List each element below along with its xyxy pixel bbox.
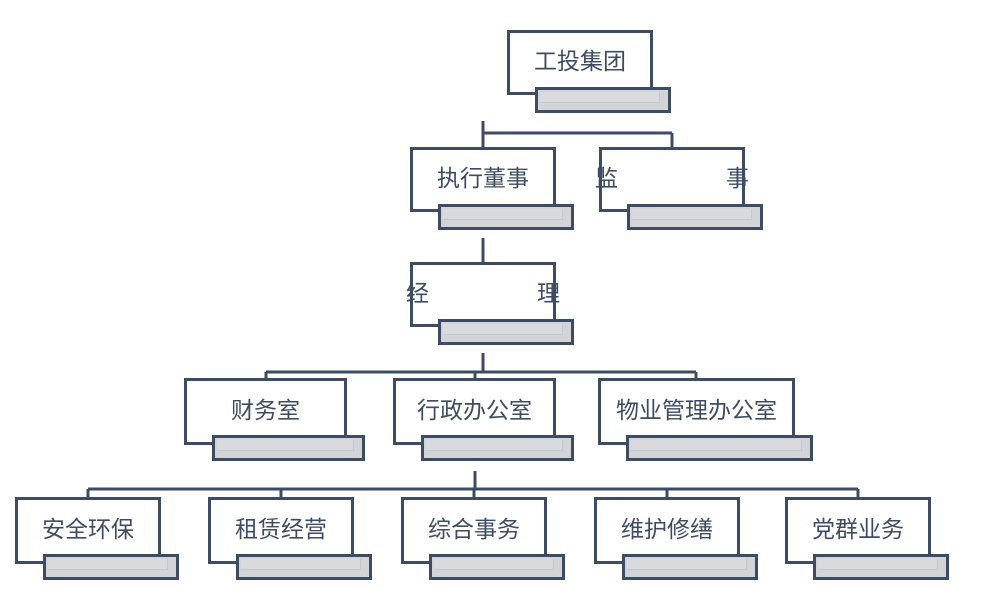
- org-node-box: [393, 378, 556, 445]
- org-node[interactable]: 物业管理办公室: [598, 378, 813, 461]
- org-node-box: [410, 262, 556, 327]
- org-node-box: [401, 497, 547, 564]
- org-node[interactable]: 维护修缮: [594, 497, 758, 580]
- org-node-shadow-bar: [627, 204, 763, 230]
- org-node[interactable]: 综合事务: [401, 497, 565, 580]
- org-node[interactable]: 租赁经营: [208, 497, 372, 580]
- org-node-box: [208, 497, 354, 564]
- org-node[interactable]: 经 理: [406, 262, 574, 345]
- org-node-box: [599, 147, 745, 212]
- org-node-shadow-bar: [622, 554, 758, 580]
- org-node[interactable]: 监 事: [595, 147, 763, 230]
- org-node[interactable]: 执行董事: [410, 147, 574, 230]
- org-node[interactable]: 党群业务: [785, 497, 949, 580]
- org-node-shadow-bar: [535, 87, 671, 113]
- org-node-shadow-bar: [626, 435, 813, 461]
- org-node-shadow-bar: [429, 554, 565, 580]
- org-node-shadow-bar: [236, 554, 372, 580]
- org-node-box: [507, 30, 653, 95]
- org-node[interactable]: 工投集团: [507, 30, 671, 113]
- org-node-shadow-bar: [212, 435, 365, 461]
- org-node-shadow-bar: [438, 204, 574, 230]
- org-node-shadow-bar: [421, 435, 574, 461]
- org-node[interactable]: 行政办公室: [393, 378, 574, 461]
- org-node[interactable]: 财务室: [184, 378, 365, 461]
- org-node[interactable]: 安全环保: [15, 497, 179, 580]
- org-node-shadow-bar: [813, 554, 949, 580]
- org-node-box: [785, 497, 931, 564]
- org-node-box: [594, 497, 740, 564]
- org-node-box: [410, 147, 556, 212]
- org-node-shadow-bar: [438, 319, 574, 345]
- org-node-shadow-bar: [43, 554, 179, 580]
